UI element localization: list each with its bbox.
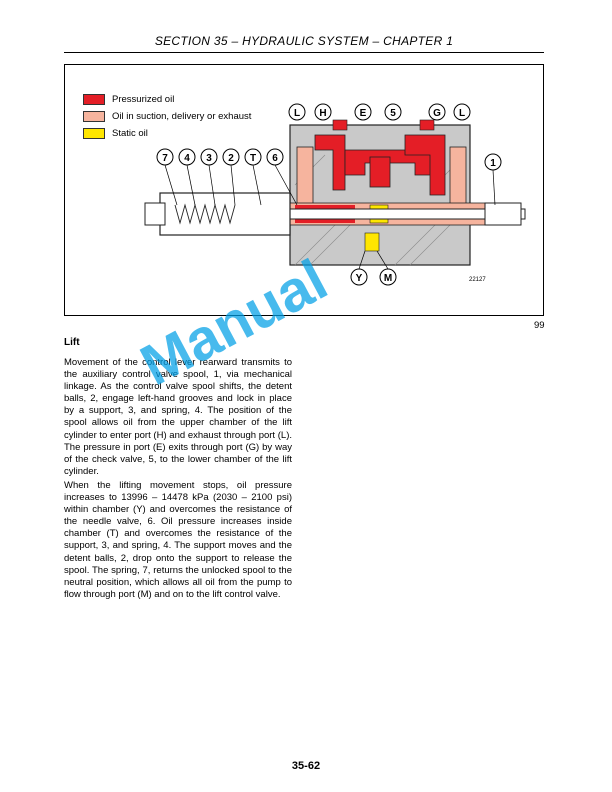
callout-label: L <box>294 108 300 119</box>
header-rule <box>64 52 544 53</box>
callouts-layer: 7 4 3 2 T 6 L H E 5 G L 1 Y M 22127 <box>156 103 502 286</box>
hydraulic-valve-diagram <box>144 119 526 266</box>
legend-item-pressurized: Pressurized oil <box>83 91 251 107</box>
callout-label: 1 <box>490 158 496 169</box>
legend-swatch-pressurized <box>83 93 105 105</box>
callout-label: M <box>384 273 392 284</box>
port-h-outlet <box>332 119 348 131</box>
callout-5: 5 <box>384 103 402 121</box>
drawing-number: 22127 <box>469 277 486 283</box>
callout-label: G <box>433 108 441 119</box>
port-g: G <box>428 103 446 121</box>
port-g-outlet <box>419 119 435 131</box>
callout-label: 2 <box>228 153 234 164</box>
page-header: SECTION 35 – HYDRAULIC SYSTEM – CHAPTER … <box>154 34 454 48</box>
figure-number: 99 <box>534 320 545 331</box>
callout-3: 3 <box>200 148 218 166</box>
leader-lines <box>164 164 496 270</box>
callout-label: H <box>319 108 326 119</box>
paragraph-2: When the lifting movement stops, oil pre… <box>64 480 292 600</box>
spring-coil <box>174 203 236 225</box>
legend-label: Static oil <box>112 127 148 139</box>
callout-label: 7 <box>162 153 168 164</box>
port-e: E <box>354 103 372 121</box>
port-l-left: L <box>288 103 306 121</box>
callout-label: 6 <box>272 153 278 164</box>
callout-2: 2 <box>222 148 240 166</box>
section-title: Lift <box>64 337 80 348</box>
paragraph-1: Movement of the control lever rearward t… <box>64 357 292 477</box>
callout-label: 4 <box>184 153 190 164</box>
callout-7: 7 <box>156 148 174 166</box>
check-valve <box>369 156 391 188</box>
pressurized-chamber-left <box>314 134 346 191</box>
callout-4: 4 <box>178 148 196 166</box>
legend-item-exhaust: Oil in suction, delivery or exhaust <box>83 108 251 124</box>
static-chamber <box>364 232 380 252</box>
port-l-right: L <box>453 103 471 121</box>
callout-label: 5 <box>390 108 396 119</box>
callout-t: T <box>244 148 262 166</box>
legend-swatch-exhaust <box>83 110 105 122</box>
spring-cap <box>144 202 166 226</box>
page-number: 35-62 <box>291 760 321 772</box>
callout-6: 6 <box>266 148 284 166</box>
callout-label: Y <box>356 273 363 284</box>
legend: Pressurized oil Oil in suction, delivery… <box>83 91 251 142</box>
legend-item-static: Static oil <box>83 125 251 141</box>
pressurized-chamber-right <box>404 134 446 196</box>
port-y: Y <box>350 268 368 286</box>
figure-frame: Pressurized oil Oil in suction, delivery… <box>64 64 544 316</box>
callout-label: E <box>360 108 367 119</box>
port-m: M <box>379 268 397 286</box>
callout-label: 3 <box>206 153 212 164</box>
callout-label: L <box>459 108 465 119</box>
callout-1: 1 <box>484 153 502 171</box>
spool-end <box>484 202 522 226</box>
callout-label: T <box>250 153 256 164</box>
port-h: H <box>314 103 332 121</box>
legend-label: Pressurized oil <box>112 93 175 105</box>
legend-swatch-static <box>83 127 105 139</box>
legend-label: Oil in suction, delivery or exhaust <box>112 110 252 122</box>
